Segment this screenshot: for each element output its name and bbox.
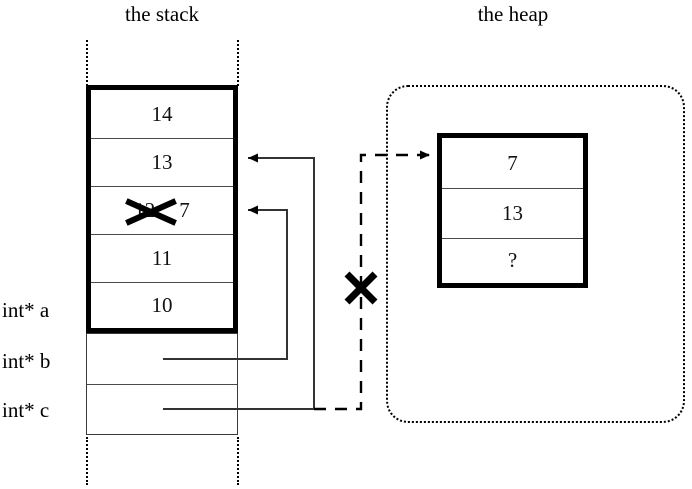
heap-cell-1-value: 13: [502, 200, 523, 225]
heap-cell-0: 7: [442, 138, 583, 188]
stack-divider-1: [91, 186, 233, 187]
stack-pointer-cells-box: [86, 333, 238, 435]
stack-array-box: 14 13 12 7 11 10: [86, 85, 238, 333]
heap-cell-2: ?: [442, 238, 583, 283]
stack-cell-1-value: 13: [151, 149, 173, 174]
invalidated-pointer-cross-icon: [344, 271, 378, 305]
stack-cell-2-new-value: 7: [179, 197, 190, 222]
stack-pointer-cell-c: [87, 384, 237, 434]
stack-cell-0-value: 14: [151, 101, 173, 126]
stack-guide-right-bottom: [237, 437, 239, 485]
heap-cell-2-value: ?: [507, 248, 518, 272]
stack-cell-3-value: 11: [151, 245, 173, 270]
heap-title: the heap: [477, 2, 549, 26]
stack-cell-2-old-value-group: 12: [125, 198, 178, 226]
stack-cell-4-value: 10: [151, 292, 173, 317]
heap-cell-0-value: 7: [507, 150, 518, 175]
label-int-c: int* c: [2, 398, 50, 422]
heap-divider-1: [442, 238, 583, 239]
stack-cell-3: 11: [91, 234, 233, 282]
stack-divider-2: [91, 234, 233, 235]
stack-guide-right-top: [237, 40, 239, 86]
stack-title: the stack: [124, 2, 200, 26]
stack-guide-left-top: [86, 40, 88, 86]
stack-cell-4: 10: [91, 282, 233, 328]
heap-cell-1: 13: [442, 188, 583, 238]
stack-pointer-cell-b: [87, 334, 237, 384]
stack-divider-0: [91, 138, 233, 139]
stack-cell-1: 13: [91, 138, 233, 186]
stack-divider-3: [91, 282, 233, 283]
stack-pointer-divider: [87, 384, 237, 385]
label-int-b: int* b: [2, 349, 51, 373]
stack-cell-0: 14: [91, 90, 233, 138]
stack-cell-2: 12 7: [91, 186, 233, 234]
heap-divider-0: [442, 188, 583, 189]
heap-array-box: 7 13 ?: [437, 133, 588, 288]
stack-guide-left-bottom: [86, 437, 88, 485]
label-int-a: int* a: [2, 298, 50, 322]
